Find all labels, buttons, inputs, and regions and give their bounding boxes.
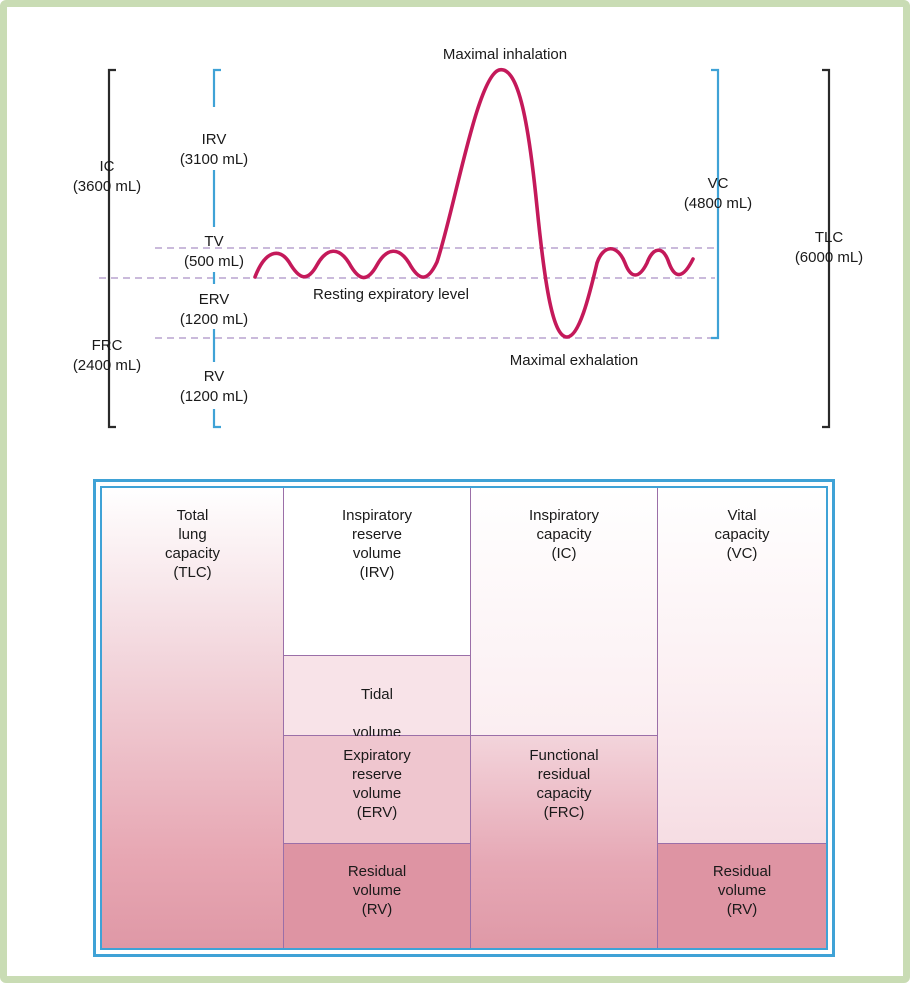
ic-label: IC <box>100 158 115 175</box>
erv-value: (1200 mL) <box>180 311 248 328</box>
spirogram-curve <box>253 68 695 339</box>
cell-expiratory-reserve-volume: Expiratory reserve volume (ERV) <box>284 736 471 844</box>
cell-vital-capacity: Vital capacity (VC) <box>658 488 826 844</box>
left-capacity-bracket <box>107 68 116 429</box>
frc-value: (2400 mL) <box>73 357 141 374</box>
resting-level-label: Resting expiratory level <box>313 286 469 303</box>
frc-label: FRC <box>92 337 123 354</box>
cell-text: Functional residual capacity (FRC) <box>529 747 599 821</box>
tv-label: TV <box>204 233 223 250</box>
cell-text: Residual volume (RV) <box>347 863 407 918</box>
cell-residual-volume-left: Residual volume (RV) <box>284 844 471 948</box>
irv-label: IRV <box>202 131 227 148</box>
volume-bracket-bottom <box>212 409 221 429</box>
vc-label: VC <box>708 175 729 192</box>
cell-text: Inspiratory capacity (IC) <box>528 507 600 562</box>
vc-value: (4800 mL) <box>684 195 752 212</box>
cell-residual-volume-right: Residual volume (RV) <box>658 844 826 948</box>
tlc-label: TLC <box>815 229 844 246</box>
cell-text: Residual volume (RV) <box>712 863 772 918</box>
spirogram-diagram: Maximal inhalation Resting expiratory le… <box>73 46 863 429</box>
max-inhalation-label: Maximal inhalation <box>443 46 567 63</box>
irv-value: (3100 mL) <box>180 151 248 168</box>
lung-volume-table: Total lung capacity (TLC) Inspiratory re… <box>93 479 835 957</box>
cell-text: Inspiratory reserve volume (IRV) <box>341 507 413 581</box>
cell-total-lung-capacity: Total lung capacity (TLC) <box>102 488 284 948</box>
cell-inspiratory-capacity: Inspiratory capacity (IC) <box>471 488 658 736</box>
tlc-value: (6000 mL) <box>795 249 863 266</box>
lung-volume-table-grid: Total lung capacity (TLC) Inspiratory re… <box>100 486 828 950</box>
tlc-bracket <box>822 68 831 429</box>
max-exhalation-label: Maximal exhalation <box>510 352 638 369</box>
tv-value: (500 mL) <box>184 253 244 270</box>
rv-value: (1200 mL) <box>180 388 248 405</box>
cell-text: Total lung capacity (TLC) <box>164 507 221 581</box>
cell-functional-residual-capacity: Functional residual capacity (FRC) <box>471 736 658 948</box>
cell-inspiratory-reserve-volume: Inspiratory reserve volume (IRV) <box>284 488 471 656</box>
rv-label: RV <box>204 368 225 385</box>
volume-bracket-top <box>212 68 221 107</box>
vc-bracket <box>711 68 720 340</box>
erv-label: ERV <box>199 291 230 308</box>
cell-tidal-volume: Tidal volume (VT) <box>284 656 471 781</box>
ic-value: (3600 mL) <box>73 178 141 195</box>
cell-text: Expiratory reserve volume (ERV) <box>343 747 411 821</box>
cell-text: Vital capacity (VC) <box>714 507 770 562</box>
tv-line-1: Tidal <box>361 686 393 703</box>
